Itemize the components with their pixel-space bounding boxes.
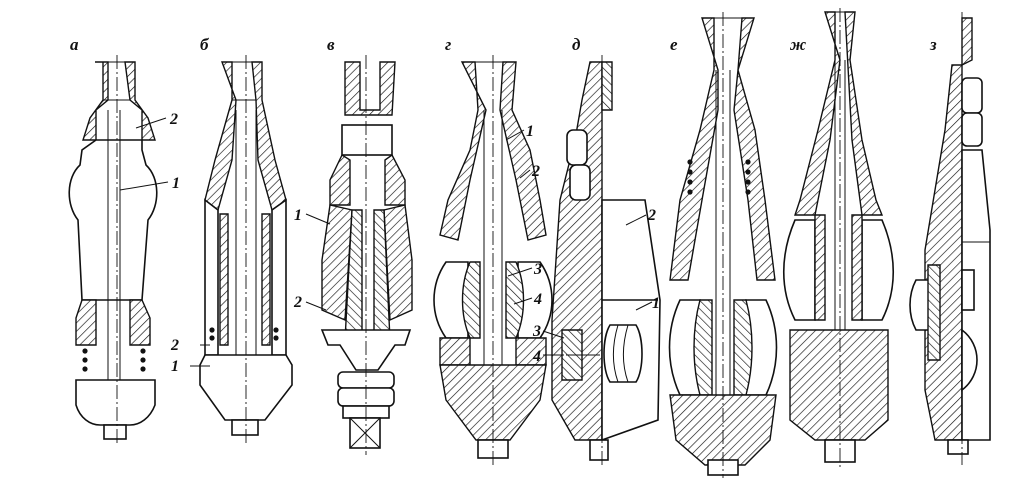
part-number: 1 [526,123,534,140]
figure-letter: д [572,35,581,54]
part-number: 1 [171,358,179,375]
figure-letter: г [445,35,451,54]
part-number: 2 [647,207,656,224]
figure-z: з [909,12,991,465]
figure-zh: ж [783,8,894,470]
figure-letter: е [670,35,678,54]
figure-letter: в [327,35,335,54]
figure-letter: а [70,35,79,54]
figure-v: в 1 2 [293,35,413,455]
part-number: 1 [294,207,302,224]
part-number: 2 [170,337,179,354]
figure-e: е [668,12,778,478]
part-number: 4 [532,348,541,365]
figure-letter: ж [789,35,806,54]
figure-a: а 2 1 [68,35,180,445]
figure-d: д 2 1 3 4 [532,35,661,465]
part-number: 3 [533,261,542,278]
part-number: 3 [532,323,541,340]
part-number: 2 [531,163,540,180]
figure-b: б 2 1 [170,35,293,445]
figure-letter: б [200,35,210,54]
part-number: 2 [169,111,178,128]
part-number: 2 [293,294,302,311]
part-number: 1 [172,175,180,192]
part-number: 1 [652,295,660,312]
figure-letter: з [929,35,937,54]
part-number: 4 [533,291,542,308]
figure-g: г 1 2 3 4 [433,35,553,465]
